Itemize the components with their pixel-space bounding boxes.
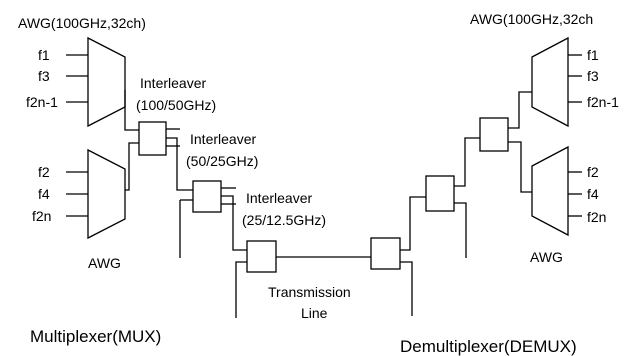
left-input-label: f4 <box>38 186 50 202</box>
mux-caption: Multiplexer(MUX) <box>30 327 161 346</box>
interleaver-1-spec: (100/50GHz) <box>136 97 216 113</box>
awg-right-bottom <box>531 145 569 237</box>
demux-caption: Demultiplexer(DEMUX) <box>400 337 577 356</box>
left-input-label: f1 <box>38 47 50 63</box>
right-awg-label: AWG <box>530 249 563 265</box>
right-output-label: f2n <box>587 209 606 225</box>
interleaver-3-spec: (25/12.5GHz) <box>242 212 326 228</box>
interleaver-1-box <box>138 121 167 156</box>
right-output-label: f4 <box>587 186 599 202</box>
interleaver-2-spec: (50/25GHz) <box>186 153 258 169</box>
awg-left-top <box>87 36 126 128</box>
left-input-label: f2 <box>38 164 50 180</box>
left-input-label: f2n <box>32 208 51 224</box>
interleaver-1-label: Interleaver <box>140 75 206 91</box>
transmission-label: Transmission <box>268 284 351 300</box>
left-awg-label: AWG <box>88 255 121 271</box>
left-awg-title: AWG(100GHz,32ch) <box>18 15 146 31</box>
left-input-label: f3 <box>38 68 50 84</box>
demux-interleaver-1-box <box>479 117 509 152</box>
demux-interleaver-2-box <box>425 175 455 212</box>
interleaver-3-box <box>246 240 277 273</box>
right-output-label: f2 <box>587 164 599 180</box>
right-output-label: f1 <box>587 47 599 63</box>
left-input-label: f2n-1 <box>26 94 58 110</box>
line-label: Line <box>301 305 328 321</box>
right-output-label: f3 <box>587 68 599 84</box>
interleaver-2-box <box>192 180 222 213</box>
demux-interleaver-3-box <box>370 237 401 270</box>
right-output-label: f2n-1 <box>587 94 619 110</box>
right-awg-title: AWG(100GHz,32ch <box>470 11 593 27</box>
awg-right-top <box>531 36 569 128</box>
interleaver-2-label: Interleaver <box>190 131 256 147</box>
interleaver-3-label: Interleaver <box>246 190 312 206</box>
awg-left-bottom <box>87 148 126 240</box>
